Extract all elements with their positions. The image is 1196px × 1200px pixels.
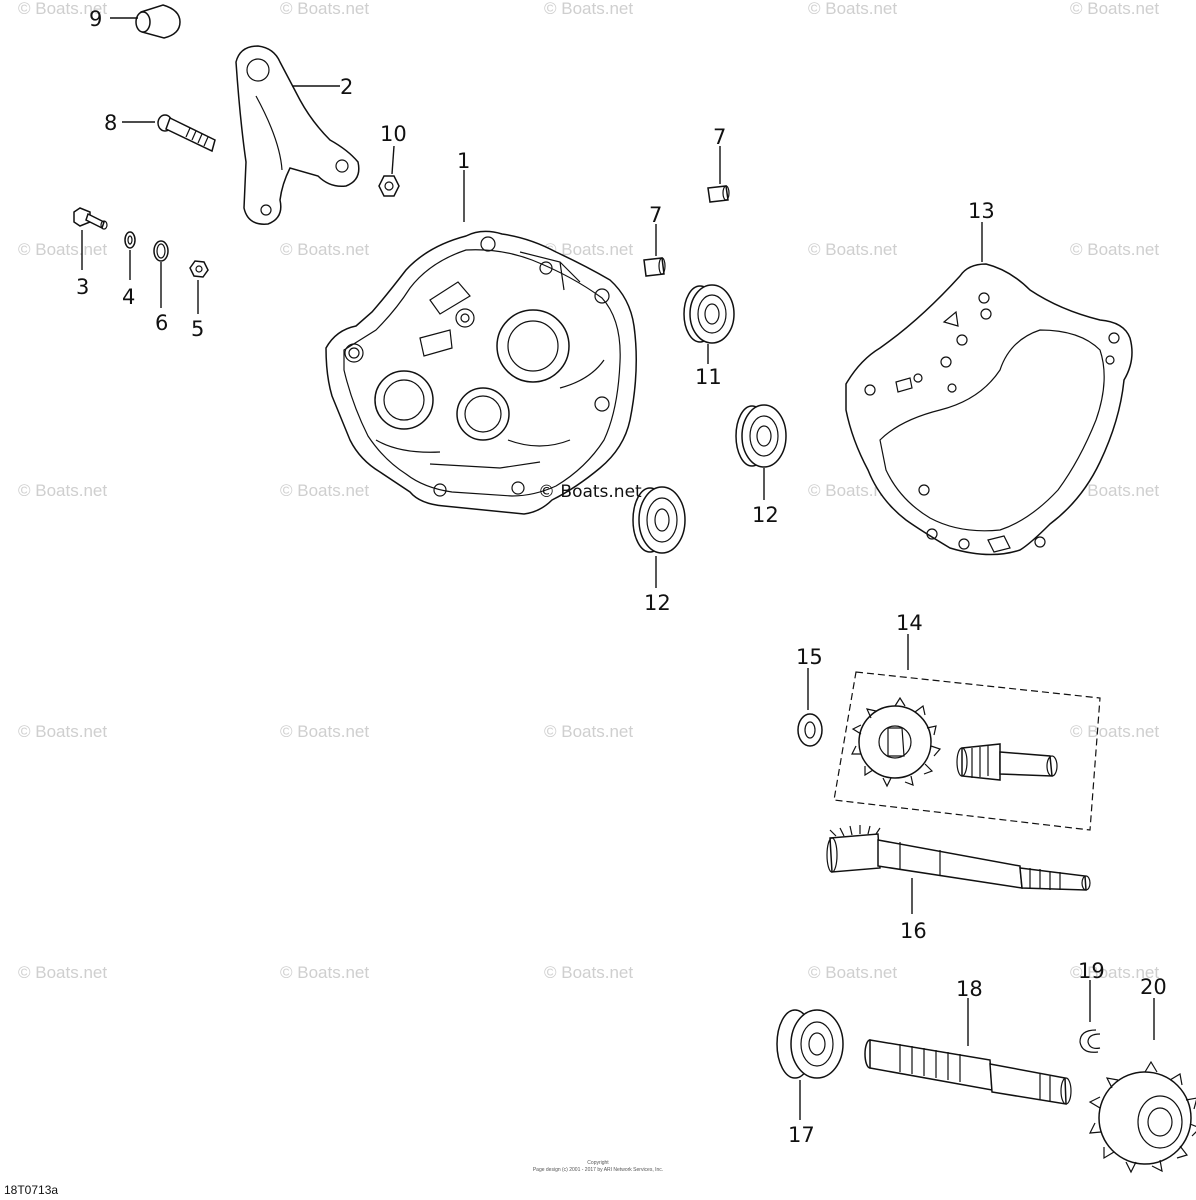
part-20-gear[interactable] [1088, 1060, 1196, 1174]
diagram-code: 18T0713a [4, 1183, 58, 1197]
label-part-3: 3 [76, 275, 89, 299]
label-part-9: 9 [89, 7, 102, 31]
part-10-nut[interactable] [378, 175, 400, 197]
label-part-10: 10 [380, 122, 407, 146]
part-7-dowel-pin[interactable] [643, 257, 666, 277]
label-part-16: 16 [900, 919, 927, 943]
watermark: © Boats.net [808, 963, 897, 982]
label-part-20: 20 [1140, 975, 1167, 999]
label-part-18: 18 [956, 977, 983, 1001]
part-17-bearing[interactable] [776, 1009, 844, 1079]
label-part-15: 15 [796, 645, 823, 669]
label-part-2: 2 [340, 75, 353, 99]
watermark: © Boats.net [18, 0, 107, 18]
part-4-washer[interactable] [124, 231, 136, 249]
watermark: © Boats.net [1070, 481, 1159, 500]
label-part-4: 4 [122, 285, 135, 309]
watermark: © Boats.net [18, 481, 107, 500]
watermark: © Boats.net [280, 240, 369, 259]
watermark: © Boats.net [544, 0, 633, 18]
watermark: © Boats.net [18, 240, 107, 259]
watermark: © Boats.net [18, 963, 107, 982]
part-labels: 9 2 8 10 3 4 6 5 1 7 7 11 12 12 13 14 15… [76, 7, 1167, 1147]
part-18-shaft[interactable] [864, 1039, 1072, 1105]
label-part-14: 14 [896, 611, 923, 635]
watermark: © Boats.net [808, 0, 897, 18]
label-part-7: 7 [713, 125, 726, 149]
part-12-bearing[interactable] [632, 486, 686, 554]
watermark: © Boats.net [544, 963, 633, 982]
copyright-line-2: Page design (c) 2001 - 2017 by ARI Netwo… [533, 1167, 663, 1173]
watermark: © Boats.net [280, 722, 369, 741]
part-12-bearing[interactable] [735, 404, 787, 468]
watermark: © Boats.net [280, 963, 369, 982]
watermark-inline: © Boats.net [538, 482, 642, 502]
part-5-nut[interactable] [189, 260, 209, 278]
watermark: © Boats.net [1070, 0, 1159, 18]
label-part-12: 12 [752, 503, 779, 527]
part-7-dowel-pin[interactable] [707, 185, 730, 203]
gear-14 [851, 696, 942, 788]
watermark: © Boats.net [1070, 722, 1159, 741]
watermark: © Boats.net [18, 722, 107, 741]
label-part-17: 17 [788, 1123, 815, 1147]
part-11-bearing[interactable] [683, 284, 735, 344]
watermark: © Boats.net [280, 0, 369, 18]
watermark: © Boats.net [1070, 240, 1159, 259]
part-3-stud[interactable] [73, 207, 108, 230]
watermark-layer: © Boats.net © Boats.net © Boats.net © Bo… [18, 0, 1159, 982]
watermark: © Boats.net [1070, 963, 1159, 982]
watermark: © Boats.net [280, 481, 369, 500]
part-15-washer[interactable] [797, 713, 823, 747]
label-part-5: 5 [191, 317, 204, 341]
watermark: © Boats.net [544, 240, 633, 259]
part-14-gear-set[interactable] [833, 671, 1101, 831]
label-part-12: 12 [644, 591, 671, 615]
part-13-gasket[interactable] [845, 263, 1133, 556]
label-part-13: 13 [968, 199, 995, 223]
label-part-6: 6 [155, 311, 168, 335]
leader-lines [81, 17, 1155, 1120]
label-part-1: 1 [457, 149, 470, 173]
watermark: © Boats.net [808, 240, 897, 259]
part-6-ring[interactable] [153, 240, 169, 262]
label-part-19: 19 [1078, 959, 1105, 983]
part-19-snap-ring[interactable] [1079, 1029, 1101, 1053]
watermark: © Boats.net [544, 722, 633, 741]
part-8-bolt[interactable] [157, 114, 216, 153]
copyright-line-1: Copyright [587, 1160, 609, 1166]
part-2-bracket[interactable] [235, 45, 360, 225]
part-1-transmission-case[interactable] [325, 230, 637, 515]
label-part-7: 7 [649, 203, 662, 227]
shaft-14 [956, 743, 1058, 781]
part-16-shaft[interactable] [826, 825, 1091, 891]
label-part-11: 11 [695, 365, 722, 389]
label-part-8: 8 [104, 111, 117, 135]
part-9-bushing[interactable] [135, 4, 181, 39]
